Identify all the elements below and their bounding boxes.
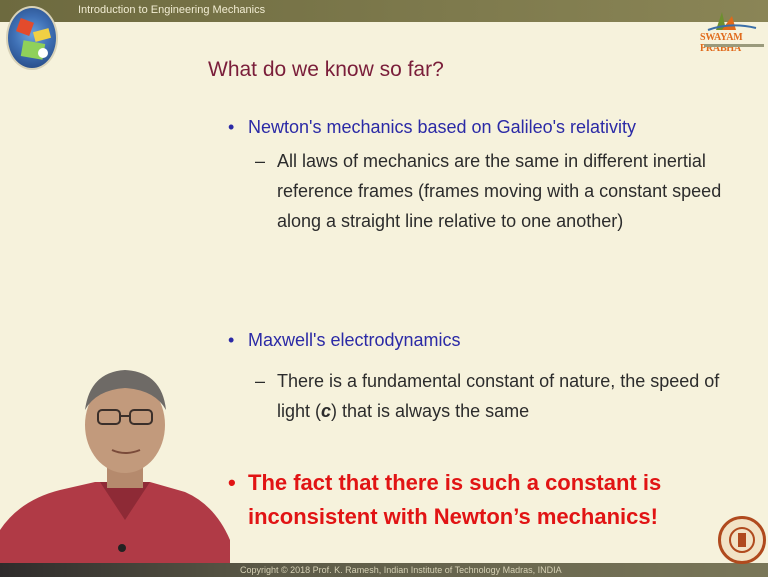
subbullet-maxwell: – There is a fundamental constant of nat… xyxy=(255,366,725,426)
footer-bar: Copyright © 2018 Prof. K. Ramesh, Indian… xyxy=(0,563,768,577)
bullet-conclusion: •The fact that there is such a constant … xyxy=(228,466,718,534)
copyright-text: Copyright © 2018 Prof. K. Ramesh, Indian… xyxy=(240,565,562,575)
swayam-emblem-icon xyxy=(707,12,757,31)
bullet-newton: •Newton's mechanics based on Galileo's r… xyxy=(228,117,637,137)
course-title: Introduction to Engineering Mechanics xyxy=(78,4,266,16)
slide-title: What do we know so far? xyxy=(208,58,444,81)
header-bar: Introduction to Engineering Mechanics xyxy=(0,0,768,22)
presenter-video xyxy=(0,370,230,577)
bullet-newton-text: Newton's mechanics based on Galileo's re… xyxy=(248,117,637,137)
bullet-conclusion-text: The fact that there is such a constant i… xyxy=(248,470,662,529)
subbullet-maxwell-text: There is a fundamental constant of natur… xyxy=(277,371,720,421)
iit-madras-seal xyxy=(718,516,766,564)
subbullet-newton: – All laws of mechanics are the same in … xyxy=(255,146,725,236)
course-logo xyxy=(6,6,58,70)
swayam-logo-text: SWAYAM PRABHA xyxy=(700,32,743,54)
subbullet-newton-text: All laws of mechanics are the same in di… xyxy=(277,151,722,231)
speed-of-light-symbol: c xyxy=(321,401,332,421)
bullet-maxwell-text: Maxwell's electrodynamics xyxy=(248,330,461,350)
bullet-maxwell: •Maxwell's electrodynamics xyxy=(228,330,461,350)
swayam-prabha-logo: SWAYAM PRABHA xyxy=(700,8,766,54)
